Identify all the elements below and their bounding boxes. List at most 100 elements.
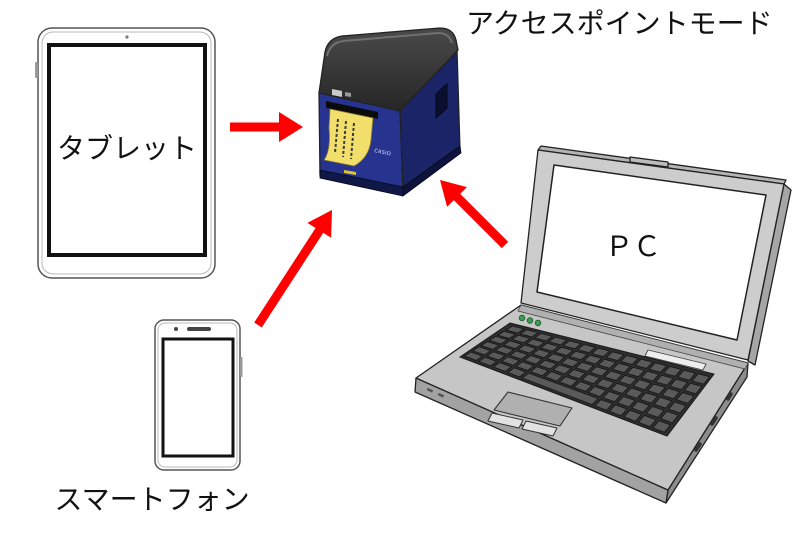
keyboard-key [634,358,653,369]
arrow-shaft [254,225,325,328]
keyboard-key [517,344,537,354]
arrow-tablet-to-printer [230,112,303,142]
indicator-mark [437,392,445,398]
keyboard-key [612,362,631,373]
keyboard-key [497,330,516,339]
keyboard-key [532,348,551,359]
keyboard-key [546,353,566,363]
keyboard-key [559,376,578,387]
keyboard-key [520,329,539,338]
laptop-speaker-strip [644,349,707,371]
keyboard-key [561,357,580,368]
keyboard-key [534,332,553,342]
keyboard-key [544,371,564,382]
keyboard-key [639,392,658,404]
printer-button-icon [345,92,351,97]
keyboard-key [684,382,703,395]
keyboard-key [583,354,602,365]
tablet: タブレット [35,27,216,279]
keyboard-key [530,366,549,377]
keyboard-key [569,350,588,361]
printer-cover-highlight [326,31,453,57]
laptop-front-indicators [426,387,445,398]
keyboard-key [573,381,593,392]
keyboard-key [655,374,674,386]
laptop-side-ports [694,392,733,452]
keyboard-key [515,361,535,371]
smartphone-screen [161,337,235,458]
keyboard-key [632,379,652,391]
laptop-pc: ＰＣ [414,145,792,504]
keyboard-key [507,367,527,378]
print-mark-line [334,118,339,154]
print-mark-line [350,122,355,160]
laptop-lid-latch [629,156,669,168]
keyboard-key [609,404,628,417]
keyboard-key [505,325,525,334]
keyboard-key [501,356,520,366]
keyboard-key [594,399,613,411]
arrow-head [440,180,467,207]
arrow-smartphone-to-printer [254,210,332,328]
keyboard-key [591,347,610,358]
keyboard-key [604,370,623,381]
printer-tape-slot [326,101,378,119]
laptop-hinge-strip [517,304,749,370]
keyboard-key [668,401,687,414]
printer-base-side [402,145,462,197]
keyboard-key [661,387,680,400]
touchpad [493,391,573,427]
keyboard-key [638,414,657,428]
keyboard-key [522,372,599,406]
keyboard-key [589,366,609,377]
arrow-pc-to-printer [440,180,509,249]
smartphone-camera-icon [174,327,178,331]
tablet-label: タブレット [57,132,197,165]
smartphone [154,319,243,471]
keyboard-key [472,346,492,356]
printer-indicator-light [344,170,356,175]
keyboard-key [645,405,665,418]
usb-port [694,442,702,452]
keyboard-key [620,354,639,365]
arrow-shaft [452,192,509,249]
keyboard-key [596,378,615,390]
keyboard-key [575,361,594,372]
status-led-icon [526,317,534,324]
tablet-camera-icon [125,35,129,39]
keyboard-key [640,370,660,382]
keyboard-key [676,392,695,404]
tablet-screen [47,43,207,257]
printer-top-cover [318,27,459,112]
keyboard-key [648,362,668,373]
keyboard-key [526,338,545,348]
keyboard-key [577,343,596,354]
keyboard-key [503,340,522,350]
keyboard-key [660,410,679,424]
tablet-bezel-edge [41,31,212,275]
keyboard-key [669,378,688,390]
keyboard-key [631,400,650,413]
keyboard-key [495,345,514,355]
keyboard-key [618,374,637,386]
keyboard-key [540,342,559,352]
keyboard-key [663,366,682,377]
touchpad-left-button [487,412,524,429]
keyboard-key [623,409,642,422]
keyboard-key [605,351,625,362]
keyboard-key [652,420,671,433]
keyboard [463,325,710,433]
smartphone-bezel-edge [157,322,238,468]
tablet-side-button [35,62,38,78]
arrow-head [307,210,332,238]
printer-side-grille [435,82,448,120]
keyboard-key [488,335,508,345]
keyboard-key [581,373,601,385]
keyboard-key [524,355,543,365]
keyboard-key [626,366,645,378]
keyboard-key [492,362,512,372]
keyboard-key [548,336,568,346]
keyboard-key [597,358,617,369]
arrow-head [279,112,303,142]
